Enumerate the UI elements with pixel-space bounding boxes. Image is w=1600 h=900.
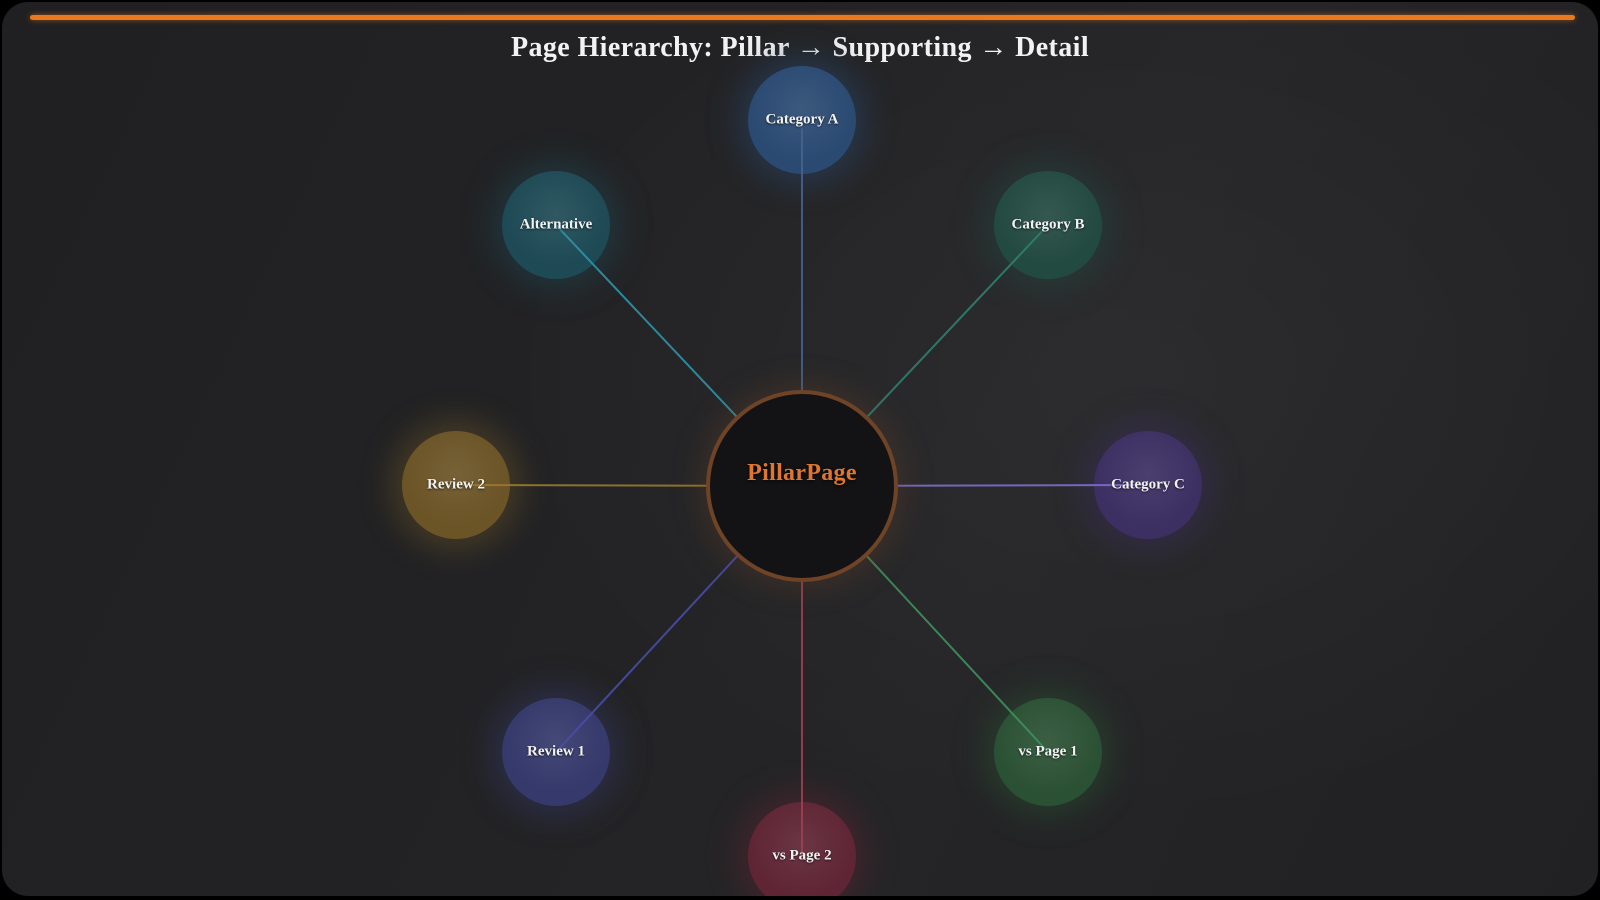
page-title: Page Hierarchy: Pillar → Supporting → De… bbox=[510, 32, 1090, 63]
pillar-page-hub-node[interactable]: PillarPage bbox=[706, 390, 898, 582]
graph-node-category-a[interactable] bbox=[748, 66, 856, 174]
graph-node-category-b[interactable] bbox=[994, 171, 1102, 279]
graph-node-review-2[interactable] bbox=[402, 431, 510, 539]
graph-node-vs-page-1[interactable] bbox=[994, 698, 1102, 806]
top-accent-bar bbox=[30, 15, 1575, 20]
pillar-page-hub-label: PillarPage bbox=[747, 459, 857, 486]
graph-node-review-1[interactable] bbox=[502, 698, 610, 806]
graph-node-vs-page-2[interactable] bbox=[748, 802, 856, 896]
graph-node-alternative[interactable] bbox=[502, 171, 610, 279]
graph-node-category-c[interactable] bbox=[1094, 431, 1202, 539]
